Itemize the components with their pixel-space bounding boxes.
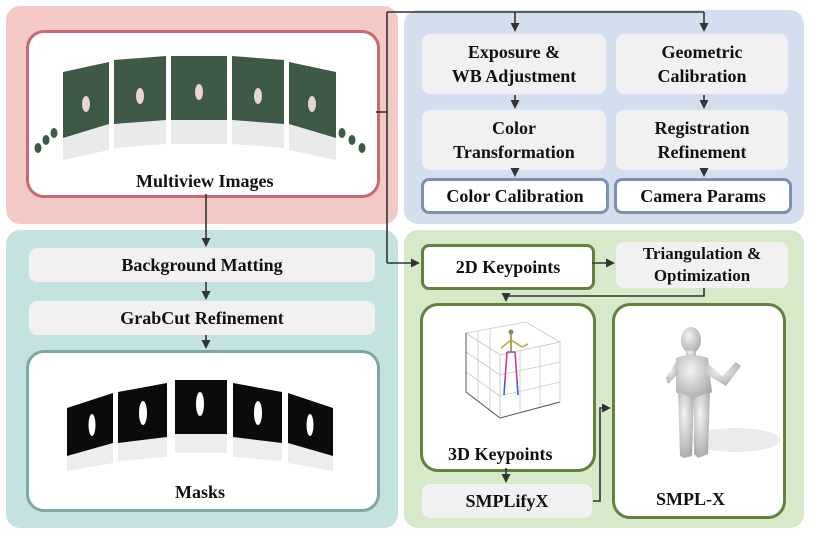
grabcut-refinement-step: GrabCut Refinement	[29, 301, 375, 335]
color-calibration-box: Color Calibration	[421, 178, 609, 214]
triangulation-optimization-step: Triangulation & Optimization	[616, 242, 788, 288]
color-transformation-step: Color Transformation	[422, 110, 606, 170]
exposure-wb-step: Exposure & WB Adjustment	[422, 34, 606, 94]
2d-keypoints-box: 2D Keypoints	[421, 244, 595, 290]
camera-params-box: Camera Params	[614, 178, 792, 214]
masks-label: Masks	[175, 482, 226, 502]
registration-refinement-step: Registration Refinement	[616, 110, 788, 170]
geometric-calibration-step: Geometric Calibration	[616, 34, 788, 94]
smplx-label: SMPL-X	[656, 489, 725, 509]
3d-keypoints-label: 3D Keypoints	[448, 444, 553, 464]
multiview-images-label: Multiview Images	[136, 171, 274, 191]
smplifyx-step: SMPLifyX	[422, 484, 592, 518]
background-matting-step: Background Matting	[29, 248, 375, 282]
3d-keypoints-panel	[420, 303, 596, 472]
